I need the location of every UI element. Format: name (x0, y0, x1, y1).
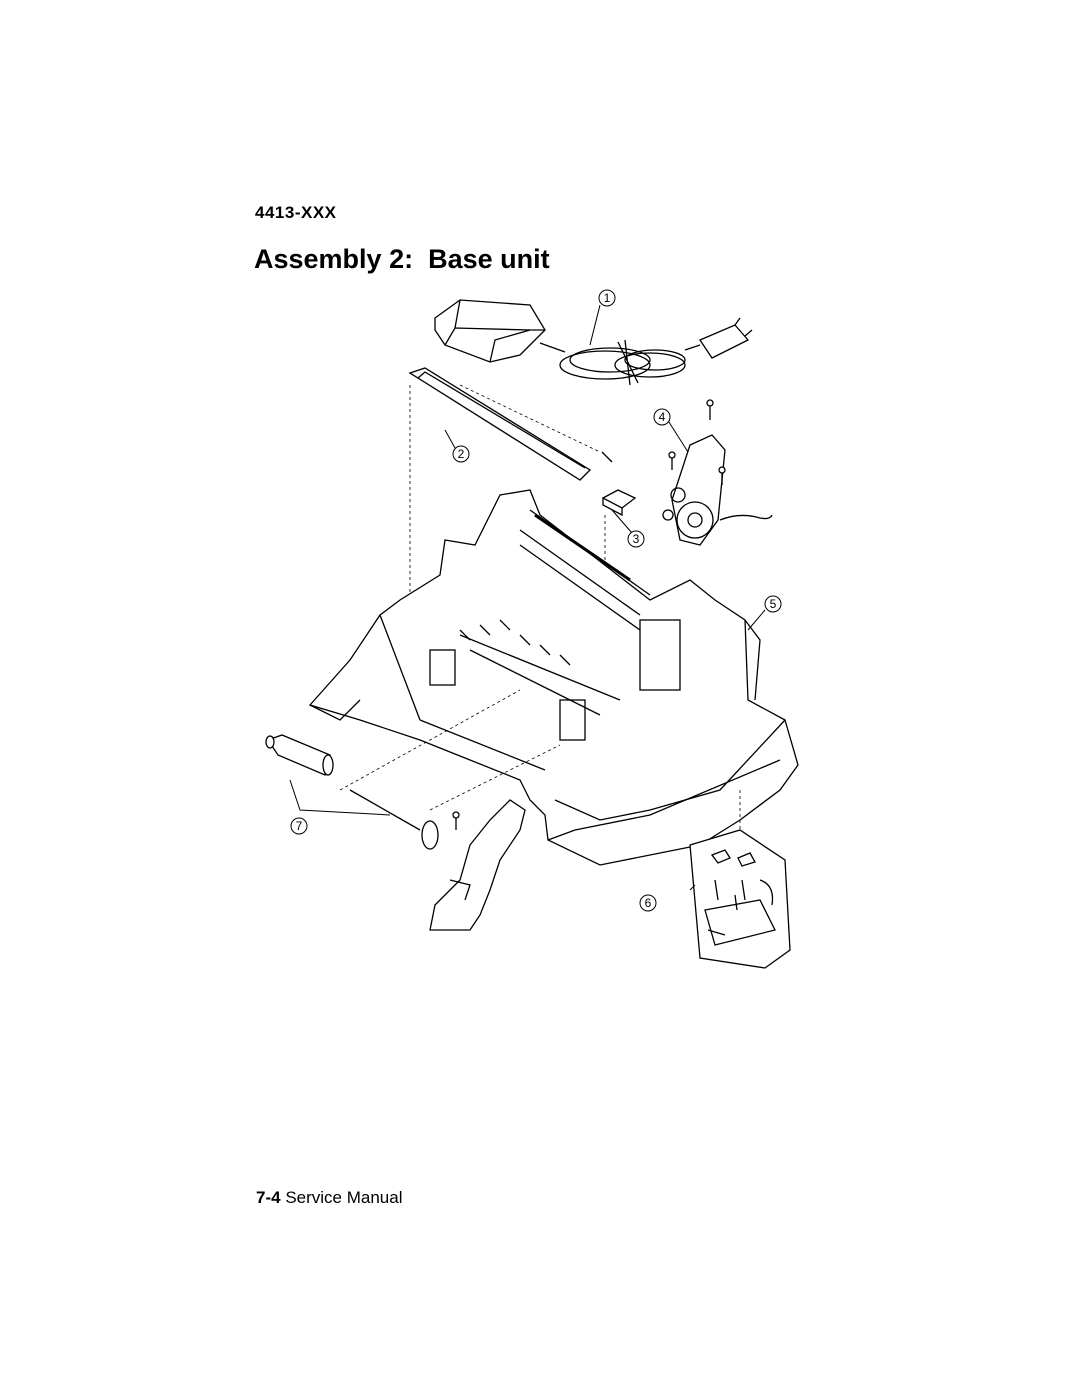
page-footer: 7-4 Service Manual (256, 1188, 402, 1208)
assembly-leader-lines (339, 689, 741, 830)
callout-6 (639, 894, 657, 912)
motor-assembly-part (662, 399, 773, 546)
manual-label: Service Manual (285, 1188, 403, 1207)
callout-label-1: 1 (604, 291, 611, 305)
page-number: 7-4 (256, 1188, 281, 1207)
callout-label-5: 5 (770, 597, 777, 611)
base-unit-exploded-diagram: 1 2 3 4 5 6 7 (265, 289, 799, 969)
lever-bracket-part (429, 799, 526, 931)
callouts (290, 289, 782, 912)
callout-label-4: 4 (659, 410, 666, 424)
power-adapter-part (434, 299, 753, 386)
small-parts-kit-part (689, 829, 791, 969)
paper-guide-bar-part (408, 367, 613, 610)
callout-3 (627, 530, 645, 548)
callout-5 (764, 595, 782, 613)
callout-label-6: 6 (645, 896, 652, 910)
page-title: Assembly 2: Base unit (254, 244, 550, 274)
callout-label-2: 2 (458, 447, 465, 461)
callout-1 (598, 289, 616, 307)
callout-label-3: 3 (633, 532, 640, 546)
base-chassis-part (308, 489, 799, 866)
callout-label-7: 7 (296, 819, 303, 833)
callout-2 (452, 445, 470, 463)
callout-4 (653, 408, 671, 426)
model-number: 4413-XXX (255, 203, 337, 222)
callout-leaders (289, 304, 766, 891)
roller-shaft-part (265, 734, 460, 850)
callout-7 (290, 817, 308, 835)
